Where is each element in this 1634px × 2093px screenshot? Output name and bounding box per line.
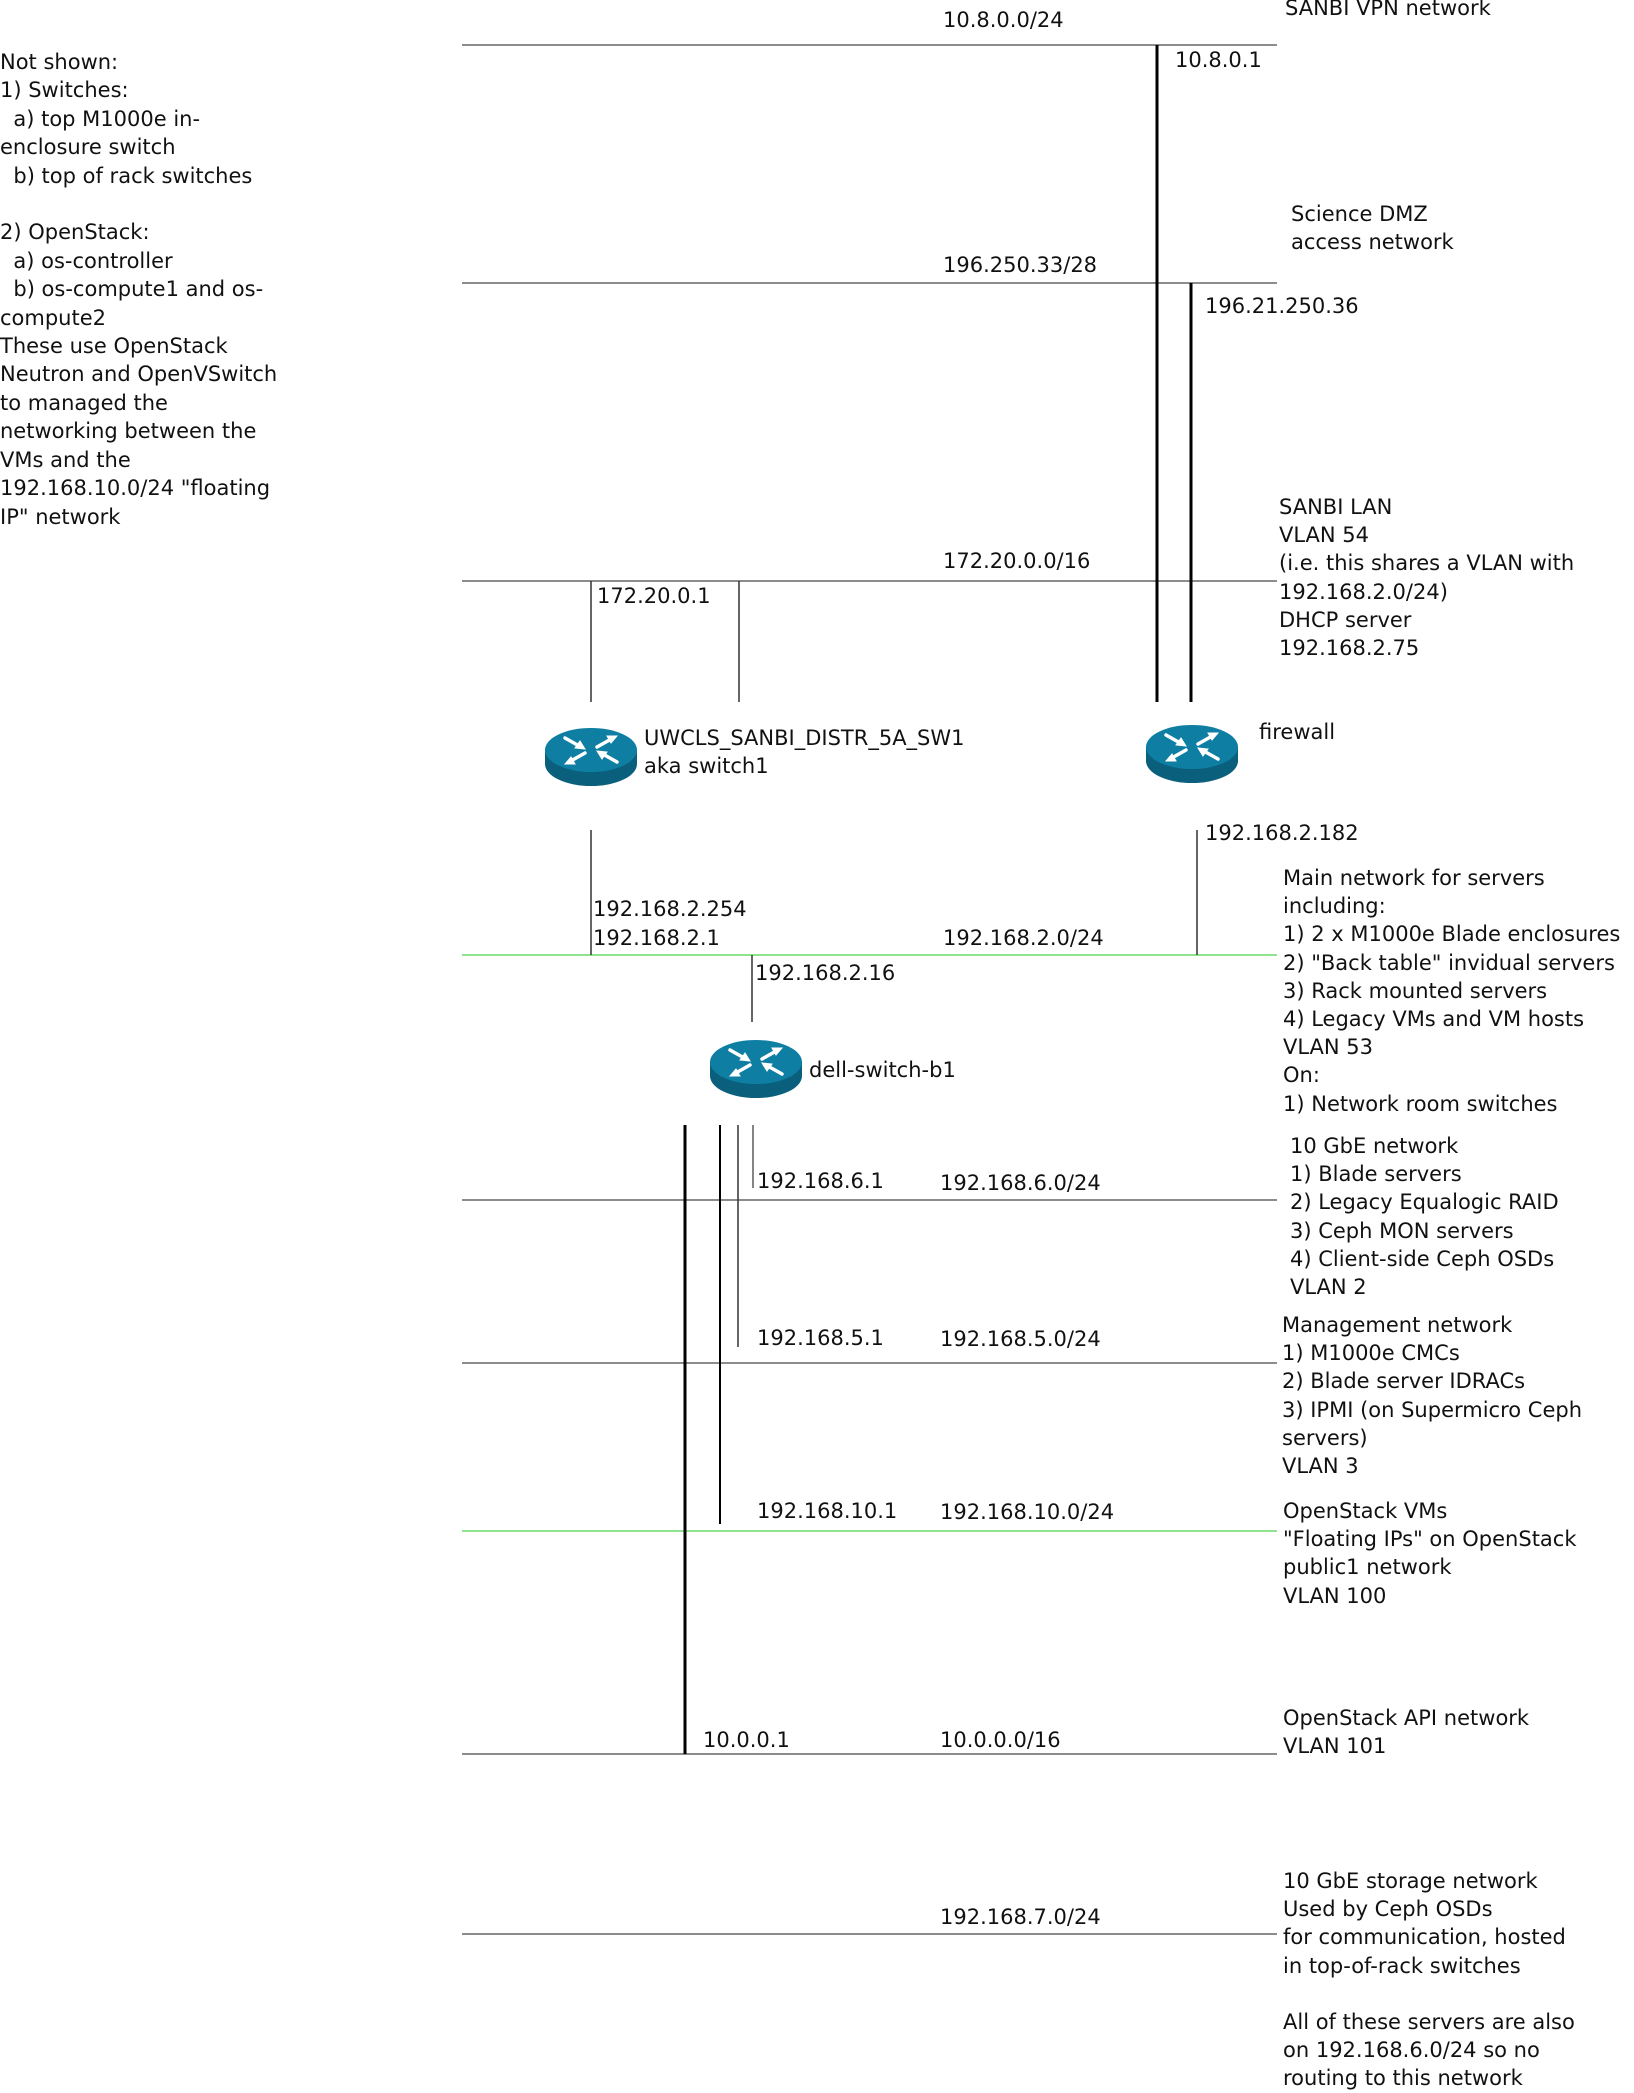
ip-address-label: 196.21.250.36 [1205, 294, 1359, 318]
ip-address-label: 10.8.0.1 [1175, 48, 1262, 72]
subnet-label: 196.250.33/28 [943, 253, 1097, 277]
ip-address-label: 192.168.5.1 [757, 1326, 884, 1350]
subnet-label: 10.0.0.0/16 [940, 1728, 1061, 1752]
subnet-label: 192.168.10.0/24 [940, 1500, 1114, 1524]
ip-address-label: 172.20.0.1 [597, 584, 711, 608]
network-description-gbe10: 10 GbE network 1) Blade servers 2) Legac… [1290, 1134, 1559, 1300]
subnet-label: 192.168.2.0/24 [943, 926, 1104, 950]
ip-address-label: 192.168.6.1 [757, 1169, 884, 1193]
ip-address-label: 10.0.0.1 [703, 1728, 790, 1752]
ip-address-label: 192.168.2.254 [593, 897, 747, 921]
device-name-switch1: UWCLS_SANBI_DISTR_5A_SW1 [644, 726, 965, 751]
network-description-storage: 10 GbE storage network Used by Ceph OSDs… [1283, 1869, 1575, 2091]
subnet-label: 192.168.6.0/24 [940, 1171, 1101, 1195]
network-description-vpn: SANBI VPN network [1285, 0, 1491, 20]
subnet-label: 172.20.0.0/16 [943, 549, 1090, 573]
not-shown-notes: Not shown: 1) Switches: a) top M1000e in… [0, 50, 278, 529]
device-alias-switch1: aka switch1 [644, 754, 769, 778]
ip-address-label: 192.168.2.1 [593, 926, 720, 950]
network-description-osvms: OpenStack VMs "Floating IPs" on OpenStac… [1283, 1499, 1577, 1608]
network-description-lan: SANBI LAN VLAN 54 (i.e. this shares a VL… [1279, 495, 1575, 661]
device-name-dell-switch: dell-switch-b1 [809, 1058, 956, 1082]
router-icon [543, 726, 639, 788]
subnet-label: 10.8.0.0/24 [943, 8, 1064, 32]
subnet-label: 192.168.5.0/24 [940, 1327, 1101, 1351]
ip-address-label: 192.168.2.16 [755, 961, 895, 985]
network-description-osapi: OpenStack API network VLAN 101 [1283, 1706, 1530, 1759]
network-description-dmz: Science DMZ access network [1291, 202, 1454, 255]
subnet-label: 192.168.7.0/24 [940, 1905, 1101, 1929]
router-icon [708, 1038, 804, 1100]
ip-address-label: 192.168.10.1 [757, 1499, 897, 1523]
network-description-mgmt: Management network 1) M1000e CMCs 2) Bla… [1282, 1313, 1583, 1479]
network-description-main: Main network for servers including: 1) 2… [1283, 866, 1621, 1116]
device-name-firewall: firewall [1259, 720, 1335, 744]
router-icon [1144, 723, 1240, 785]
ip-address-label: 192.168.2.182 [1205, 821, 1359, 845]
